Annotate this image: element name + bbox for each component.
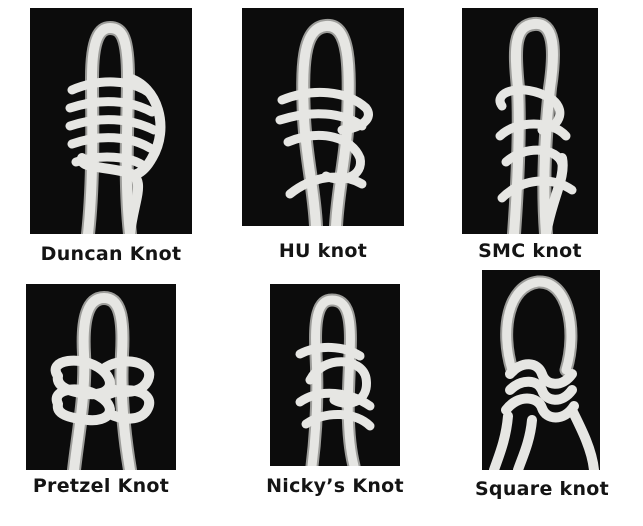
duncan-rope — [70, 28, 160, 234]
caption-nickys: Nicky’s Knot — [250, 475, 420, 497]
knot-photo-square — [482, 270, 600, 470]
pretzel-knot-illustration — [26, 284, 176, 470]
knot-photo-pretzel — [26, 284, 176, 470]
hu-rope — [280, 26, 369, 226]
duncan-knot-illustration — [30, 8, 192, 234]
pretzel-rope — [56, 298, 150, 470]
knot-photo-smc — [462, 8, 598, 234]
smc-knot-illustration — [462, 8, 598, 234]
knot-photo-nickys — [270, 284, 400, 466]
smc-rope — [500, 24, 572, 234]
knot-photo-hu — [242, 8, 404, 226]
caption-pretzel: Pretzel Knot — [18, 475, 184, 497]
knot-photo-duncan — [30, 8, 192, 234]
caption-square: Square knot — [466, 478, 618, 500]
caption-duncan: Duncan Knot — [22, 243, 200, 265]
caption-hu: HU knot — [240, 240, 406, 262]
square-knot-illustration — [482, 270, 600, 470]
caption-smc: SMC knot — [452, 240, 608, 262]
nickys-rope — [300, 300, 370, 466]
hu-knot-illustration — [242, 8, 404, 226]
nickys-knot-illustration — [270, 284, 400, 466]
square-rope — [494, 282, 594, 470]
